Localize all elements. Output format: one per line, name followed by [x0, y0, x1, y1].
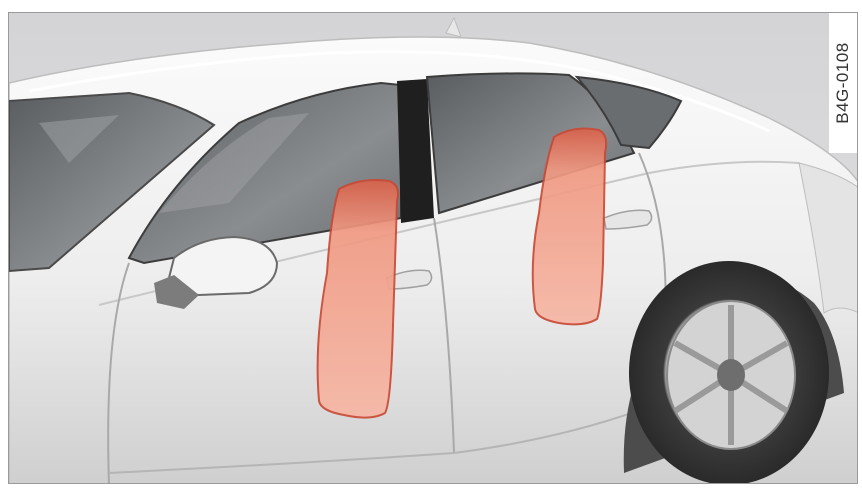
figure-code-label: B4G-0108 — [829, 13, 857, 153]
figure-frame: B4G-0108 — [8, 12, 858, 484]
rim-hub — [717, 359, 745, 391]
figure-code-text: B4G-0108 — [833, 42, 853, 124]
car-illustration — [9, 13, 858, 484]
